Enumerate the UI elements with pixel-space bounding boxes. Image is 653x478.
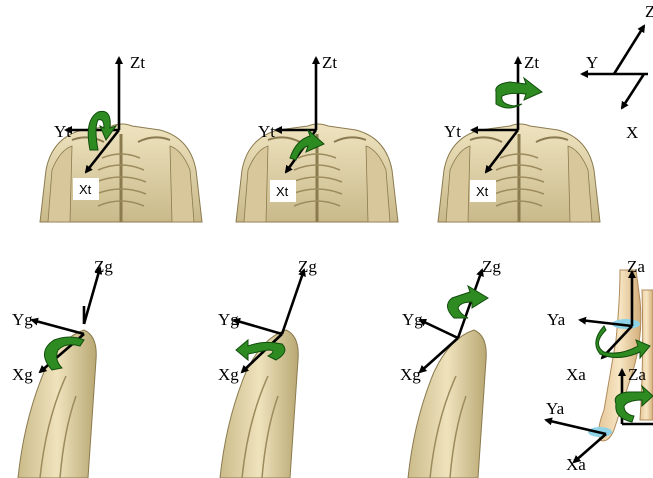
torso-illustration <box>438 124 600 222</box>
y-axis-label: Y <box>586 53 598 72</box>
y-axis-arrow <box>234 320 282 334</box>
y-axis-label: Yg <box>402 310 423 329</box>
z-axis-arrow <box>84 268 100 324</box>
x-axis-label: Xg <box>218 365 239 384</box>
x-axis-label: Xa <box>566 365 586 384</box>
y-axis-label: Ya <box>546 399 565 418</box>
z-axis-label: Z <box>645 2 653 21</box>
z-axis-label: Zt <box>130 53 145 72</box>
z-axis-arrow <box>282 270 304 334</box>
y-axis-label: Yt <box>444 122 461 141</box>
arm-illustration <box>408 330 486 478</box>
torso-panel-3: Zt Yt Xt <box>438 53 600 222</box>
y-axis-label: Yg <box>12 310 33 329</box>
z-axis-label: Zg <box>94 257 113 276</box>
x-axis-label: Xa <box>566 455 586 474</box>
shoulder-panel-2: Zg Yg Xg <box>218 257 317 478</box>
z-axis-label: Za <box>628 365 646 384</box>
x-axis-label: X <box>626 123 638 142</box>
torso-panel-1: Zt Yt Xt <box>40 53 202 222</box>
x-axis-label: Xt <box>476 184 489 199</box>
z-axis-label: Za <box>627 257 645 276</box>
y-axis-arrow <box>546 420 606 434</box>
x-axis-label: Xg <box>12 365 33 384</box>
z-axis-label: Zt <box>524 53 539 72</box>
x-axis-label: Xt <box>276 184 289 199</box>
y-axis-label: Yt <box>54 122 71 141</box>
y-axis-arrow <box>32 320 84 334</box>
z-axis-label: Zt <box>322 53 337 72</box>
x-axis-arrow <box>622 74 644 108</box>
y-axis-arrow <box>420 320 458 338</box>
z-axis-label: Zg <box>482 257 501 276</box>
z-axis-label: Zg <box>298 257 317 276</box>
arm-panel: Za Ya Xa Za Ya Xa <box>546 257 653 474</box>
shoulder-panel-3: Zg Yg Xg <box>400 257 501 478</box>
x-axis-label: Xg <box>400 365 421 384</box>
y-axis-label: Ya <box>547 310 566 329</box>
torso-panel-2: Zt Yt Xt <box>236 53 398 222</box>
y-axis-label: Yt <box>258 122 275 141</box>
shoulder-panel-1: Zg Yg Xg <box>12 257 113 478</box>
x-axis-label: Xt <box>79 182 92 197</box>
y-axis-label: Yg <box>218 310 239 329</box>
z-axis-arrow <box>614 26 644 74</box>
reference-axes: Z Y X <box>582 2 653 142</box>
